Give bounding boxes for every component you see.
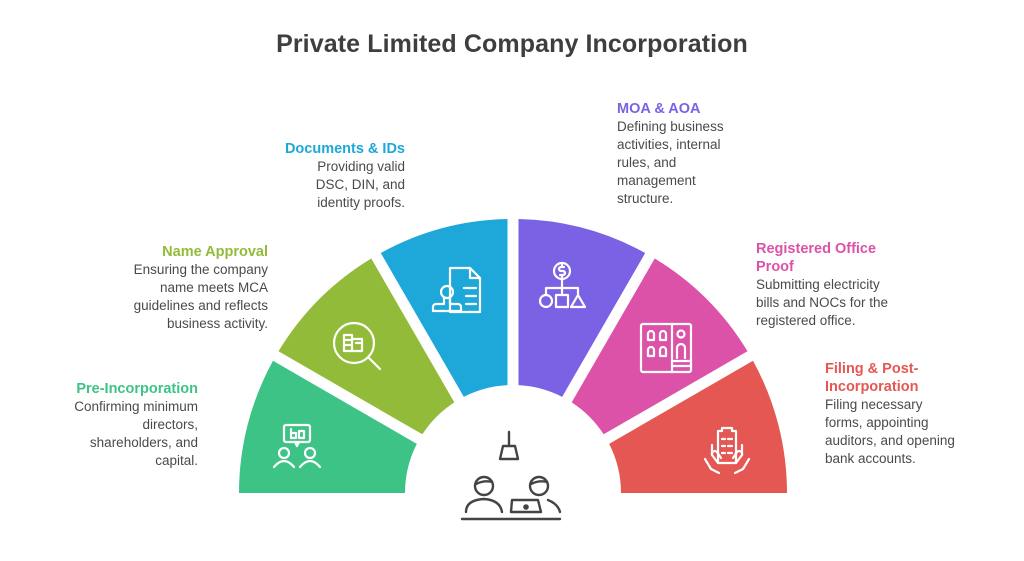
segment-registered-office-proof bbox=[571, 258, 748, 435]
meeting-discussion-icon bbox=[460, 430, 562, 521]
step-title: Name Approval bbox=[162, 244, 268, 260]
step-title: Pre-Incorporation bbox=[76, 381, 198, 397]
step-title: Filing & Post-Incorporation bbox=[825, 361, 919, 395]
org-structure-dollar-icon bbox=[538, 261, 587, 309]
segment-filing-post-incorporation bbox=[609, 360, 787, 493]
magnifier-building-icon bbox=[332, 321, 382, 371]
segment-documents-ids bbox=[380, 219, 508, 397]
document-stamp-icon bbox=[431, 266, 482, 314]
office-building-icon bbox=[639, 322, 693, 374]
people-discussion-icon bbox=[272, 423, 322, 469]
hands-holding-document-icon bbox=[703, 426, 751, 475]
page-title: Private Limited Company Incorporation bbox=[276, 30, 748, 58]
segment-name-approval bbox=[278, 258, 455, 435]
step-title: MOA & AOA bbox=[617, 101, 701, 117]
step-title: Documents & IDs bbox=[284, 141, 405, 157]
